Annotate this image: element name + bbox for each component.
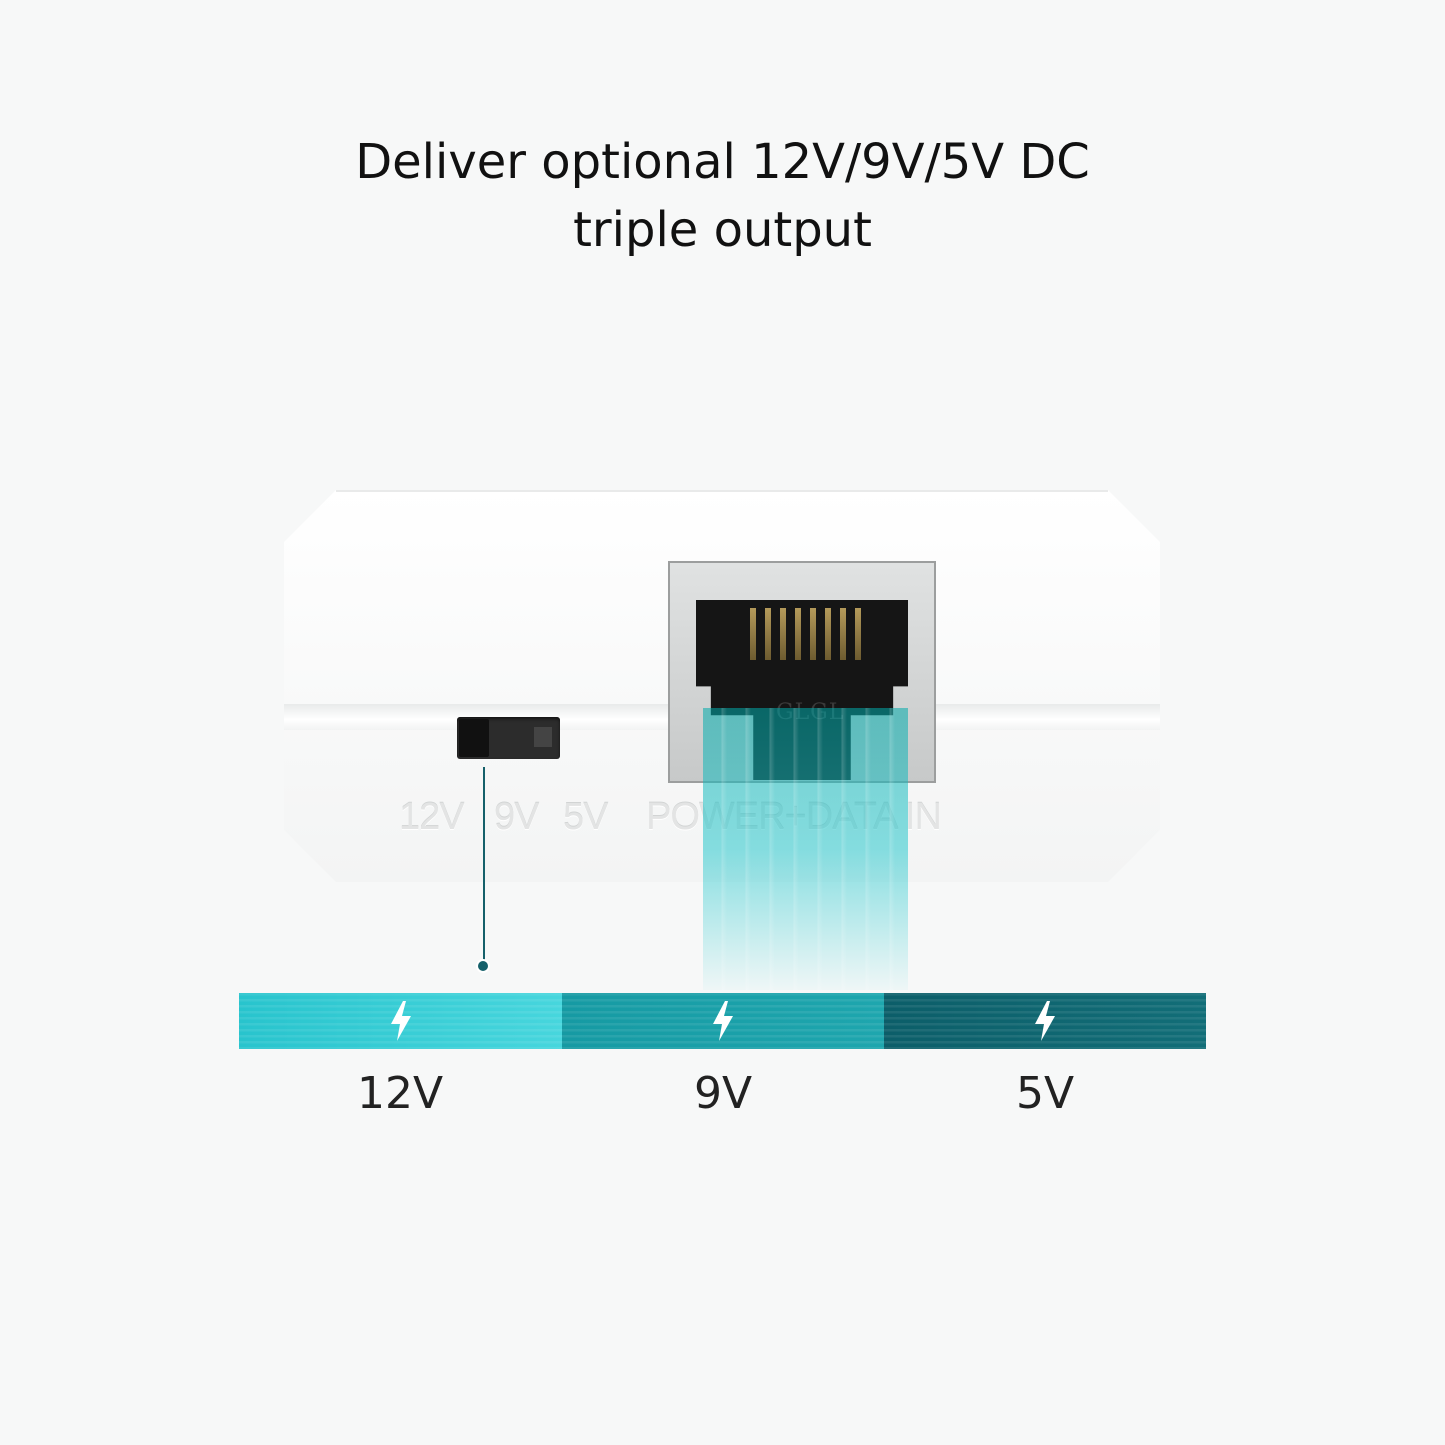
headline-line-1: Deliver optional 12V/9V/5V DC: [355, 134, 1090, 190]
switch-lever: [534, 727, 552, 747]
rj45-pins: [748, 608, 868, 660]
voltage-selector-switch: [457, 717, 560, 759]
voltage-label-12v: 12V: [356, 1068, 444, 1119]
switch-pointer-dot: [478, 961, 488, 971]
voltage-bar-9v: [562, 993, 884, 1049]
power-data-glow-stripes: [703, 708, 908, 990]
voltage-label-9v: 9V: [693, 1068, 753, 1119]
headline-line-2: triple output: [573, 202, 872, 258]
voltage-label-5v: 5V: [1015, 1068, 1075, 1119]
switch-knob: [459, 719, 489, 757]
power-data-glow: [703, 708, 908, 990]
lightning-bolt-icon: [713, 1001, 733, 1041]
lightning-bolt-icon: [390, 1001, 411, 1041]
printed-label-12v: 12V: [399, 796, 465, 838]
voltage-bar-12v: [239, 993, 562, 1049]
device-top-edge: [336, 490, 1108, 492]
headline: Deliver optional 12V/9V/5V DC triple out…: [0, 128, 1445, 264]
lightning-bolt-icon: [1035, 1001, 1055, 1041]
switch-pointer-line: [483, 767, 485, 963]
printed-label-5v: 5V: [563, 796, 608, 838]
voltage-bar-5v: [884, 993, 1206, 1049]
printed-label-9v: 9V: [494, 796, 539, 838]
